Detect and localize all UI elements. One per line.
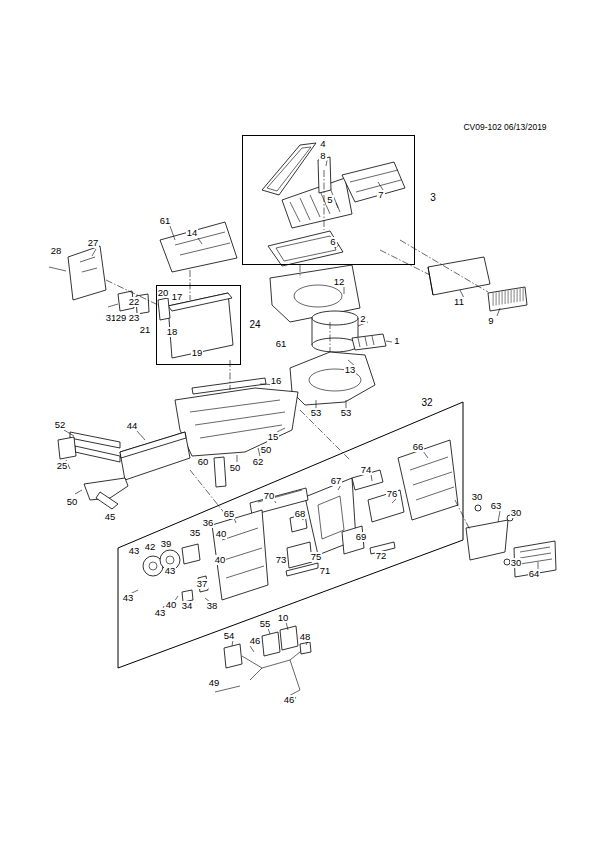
- callout-number: 36: [202, 518, 215, 528]
- callout-number: 12: [333, 277, 346, 287]
- callout-number: 5: [326, 195, 333, 205]
- callout-number: 73: [275, 555, 288, 565]
- callout-number: 43: [154, 608, 167, 618]
- callout-number: 53: [310, 408, 323, 418]
- callout-number: 70: [263, 491, 276, 501]
- callout-number: 61: [275, 339, 288, 349]
- callout-number: 72: [375, 551, 388, 561]
- callout-number: 46: [283, 695, 296, 705]
- callout-number: 19: [191, 348, 204, 358]
- callout-number: 25: [56, 461, 69, 471]
- callout-number: 43: [164, 566, 177, 576]
- callout-number: 63: [490, 501, 503, 511]
- callout-number: 68: [294, 509, 307, 519]
- callout-number: 13: [344, 365, 357, 375]
- callout-number: 15: [267, 432, 280, 442]
- callout-number: 61: [159, 216, 172, 226]
- callout-number: 75: [310, 552, 323, 562]
- callout-number: 8: [319, 151, 326, 161]
- drawing-id: CV09-102 06/13/2019: [462, 123, 547, 132]
- callout-number: 24: [249, 319, 260, 330]
- callout-number: 10: [277, 613, 290, 623]
- callout-number: 2: [359, 314, 366, 324]
- callout-number: 44: [126, 421, 139, 431]
- group-outline-path: [118, 402, 463, 668]
- callout-number: 52: [54, 420, 67, 430]
- callout-number: 30: [471, 492, 484, 502]
- callout-number: 34: [181, 601, 194, 611]
- callout-number: 20: [157, 288, 170, 298]
- callout-number: 16: [270, 376, 283, 386]
- callout-number: 66: [412, 442, 425, 452]
- callout-number: 43: [128, 546, 141, 556]
- callout-number: 9: [487, 316, 494, 326]
- callout-number: 22: [128, 297, 141, 307]
- callout-number: 55: [259, 619, 272, 629]
- callout-number: 53: [340, 408, 353, 418]
- callout-number: 14: [186, 228, 199, 238]
- callout-number: 3: [430, 192, 436, 203]
- callout-number: 65: [223, 509, 236, 519]
- callout-number: 45: [104, 512, 117, 522]
- callout-number: 7: [377, 190, 384, 200]
- callout-number: 60: [197, 457, 210, 467]
- callout-number: 32: [421, 397, 432, 408]
- callout-number: 30: [510, 558, 523, 568]
- callout-number: 6: [329, 237, 336, 247]
- callout-number: 29: [115, 313, 128, 323]
- callout-number: 71: [319, 566, 332, 576]
- callout-number: 67: [330, 476, 343, 486]
- callout-number: 38: [206, 601, 219, 611]
- callout-number: 62: [252, 457, 265, 467]
- callout-number: 50: [260, 445, 273, 455]
- callout-number: 21: [139, 325, 152, 335]
- callout-number: 39: [160, 539, 173, 549]
- callout-number: 18: [166, 327, 179, 337]
- callout-number: 35: [189, 528, 202, 538]
- callout-number: 30: [510, 508, 523, 518]
- callout-number: 69: [355, 532, 368, 542]
- callout-number: 11: [453, 297, 465, 307]
- callout-number: 54: [223, 631, 236, 641]
- callout-number: 46: [249, 636, 262, 646]
- callout-number: 40: [214, 555, 227, 565]
- callout-number: 23: [128, 313, 141, 323]
- callout-number: 43: [122, 593, 135, 603]
- callout-number: 1: [393, 336, 400, 346]
- callout-number: 27: [87, 238, 100, 248]
- callout-number: 48: [299, 632, 312, 642]
- callout-number: 50: [66, 497, 79, 507]
- callout-number: 40: [215, 529, 228, 539]
- callout-number: 37: [196, 579, 209, 589]
- callout-number: 50: [229, 463, 242, 473]
- callout-number: 64: [528, 569, 541, 579]
- callout-number: 74: [360, 465, 373, 475]
- callout-number: 76: [386, 489, 399, 499]
- callout-number: 17: [171, 292, 184, 302]
- callout-number: 40: [165, 600, 178, 610]
- callout-number: 4: [319, 139, 326, 149]
- callout-number: 42: [144, 542, 157, 552]
- callout-number: 28: [50, 246, 63, 256]
- callout-number: 49: [208, 678, 221, 688]
